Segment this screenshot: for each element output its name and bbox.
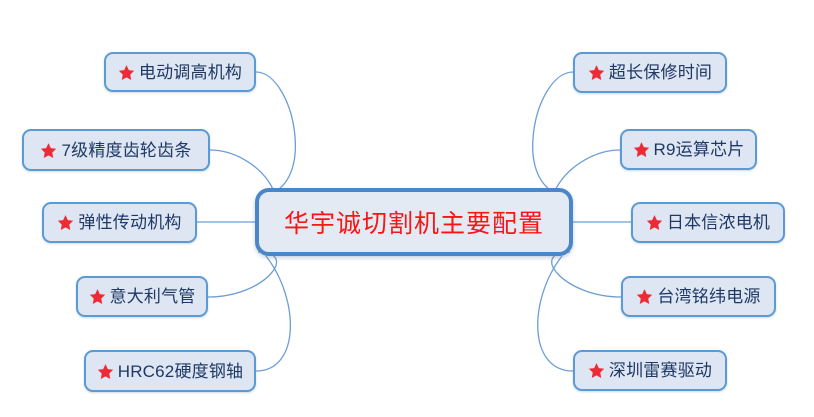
branch-node-right-5[interactable]: 深圳雷赛驱动 xyxy=(573,350,727,391)
branch-node-right-4[interactable]: 台湾铭纬电源 xyxy=(621,276,776,317)
star-icon xyxy=(588,64,605,81)
star-icon xyxy=(588,362,605,379)
branch-node-label: 超长保修时间 xyxy=(608,63,713,82)
branch-node-label: 意大利气管 xyxy=(109,287,196,306)
connector-left-1 xyxy=(255,71,297,197)
branch-node-left-2[interactable]: 7级精度齿轮齿条 xyxy=(22,129,210,171)
branch-node-label: 7级精度齿轮齿条 xyxy=(61,140,192,160)
connector-left-5 xyxy=(255,255,291,372)
branch-node-right-2[interactable]: R9运算芯片 xyxy=(620,129,757,170)
branch-node-left-4[interactable]: 意大利气管 xyxy=(76,276,208,317)
connector-right-4 xyxy=(551,251,622,298)
star-icon xyxy=(633,141,650,158)
star-icon xyxy=(118,64,135,81)
branch-node-label: 电动调高机构 xyxy=(138,62,243,82)
branch-node-label: HRC62硬度钢轴 xyxy=(117,361,244,381)
connector-right-1 xyxy=(532,71,574,197)
center-node[interactable]: 华宇诚切割机主要配置 xyxy=(255,188,573,256)
connector-right-5 xyxy=(537,255,574,372)
branch-node-right-1[interactable]: 超长保修时间 xyxy=(573,52,727,93)
branch-node-right-3[interactable]: 日本信浓电机 xyxy=(631,202,785,243)
branch-node-label: 弹性传动机构 xyxy=(78,213,182,232)
star-icon xyxy=(97,363,114,380)
star-icon xyxy=(646,214,663,231)
branch-node-label: 日本信浓电机 xyxy=(666,213,771,232)
star-icon xyxy=(636,288,653,305)
star-icon xyxy=(40,142,57,159)
star-icon xyxy=(89,288,106,305)
branch-node-label: 台湾铭纬电源 xyxy=(657,287,761,306)
branch-node-left-5[interactable]: HRC62硬度钢轴 xyxy=(84,350,256,392)
branch-node-label: R9运算芯片 xyxy=(653,140,745,159)
center-node-label: 华宇诚切割机主要配置 xyxy=(283,209,544,238)
branch-node-left-3[interactable]: 弹性传动机构 xyxy=(42,202,197,243)
star-icon xyxy=(57,214,74,231)
branch-node-label: 深圳雷赛驱动 xyxy=(608,361,713,380)
branch-node-left-1[interactable]: 电动调高机构 xyxy=(104,52,256,92)
connector-left-4 xyxy=(207,251,278,298)
